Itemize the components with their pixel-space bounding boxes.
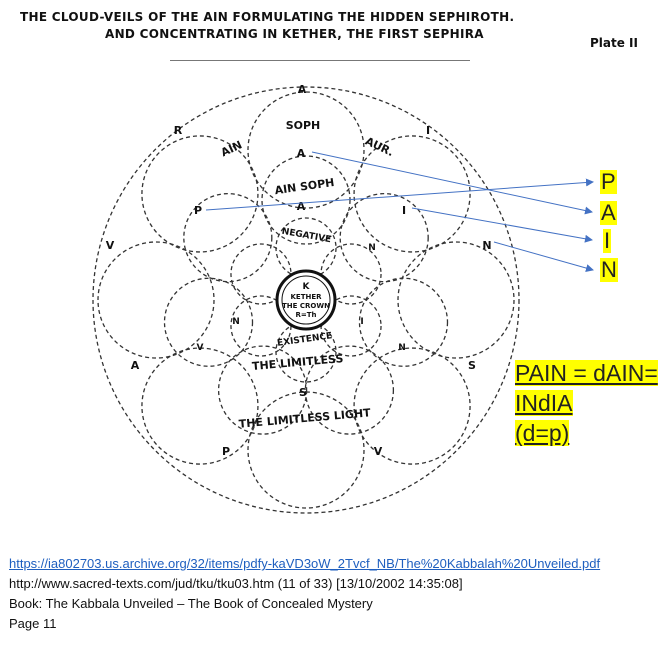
source-line: http://www.sacred-texts.com/jud/tku/tku0… — [9, 576, 463, 591]
title-rule — [170, 60, 470, 61]
ain-word: AIN — [219, 138, 244, 159]
highlight-letter-p: P — [600, 169, 617, 194]
arrows — [205, 151, 594, 272]
inner-letter: I — [360, 317, 363, 327]
highlight-letter-n: N — [600, 257, 618, 282]
outer-petal — [141, 135, 259, 253]
plate-title-line-2: AND CONCENTRATING IN KETHER, THE FIRST S… — [105, 27, 484, 41]
the-crown-label: THE CROWN — [282, 302, 330, 310]
arrow-p — [205, 178, 594, 211]
outer-letter: P — [222, 445, 230, 458]
outer-letter: S — [468, 359, 476, 372]
rth-label: R=Th — [295, 311, 316, 319]
soph-word: SOPH — [286, 119, 321, 132]
arrow-i — [411, 207, 593, 243]
plate-number: Plate II — [590, 36, 638, 50]
outer-petal — [141, 347, 259, 465]
plate-title-line-1: THE CLOUD-VEILS OF THE AIN FORMULATING T… — [20, 10, 515, 24]
page-line: Page 11 — [9, 616, 57, 631]
outer-letter: V — [374, 445, 383, 458]
middle-petal — [183, 193, 273, 283]
kether-circle — [275, 269, 337, 331]
middle-letter: N — [398, 343, 406, 353]
outer-petal — [247, 391, 365, 509]
middle-letter: I — [402, 204, 406, 217]
middle-letter: A — [297, 147, 306, 160]
negative-word: NEGATIVE — [281, 227, 332, 246]
kether-label: KETHER — [290, 293, 322, 301]
kether-inner-circle — [281, 275, 331, 325]
outer-petal — [97, 241, 215, 359]
book-line: Book: The Kabbala Unveiled – The Book of… — [9, 596, 373, 611]
kether-k: K — [303, 282, 311, 292]
outer-letter: N — [482, 239, 491, 252]
middle-letter: P — [194, 204, 202, 217]
equation-line-3: (d=p) — [515, 420, 570, 446]
outer-petal — [353, 347, 471, 465]
middle-letter: S — [299, 386, 307, 399]
equation-line-1: PAIN = dAIN= — [515, 360, 658, 386]
equation-note: PAIN = dAIN= INdIA (d=p) — [515, 358, 658, 448]
middle-petal — [217, 345, 308, 435]
source-link[interactable]: https://ia802703.us.archive.org/32/items… — [9, 556, 601, 571]
outer-letter: A — [131, 359, 140, 372]
outer-petal — [353, 135, 471, 253]
outer-petal — [397, 241, 515, 359]
middle-letter: V — [197, 343, 204, 353]
inner-letter: N — [368, 243, 376, 253]
equation-line-2: INdIA — [515, 390, 573, 416]
middle-petal — [358, 277, 449, 367]
outer-letter: A — [298, 83, 307, 96]
middle-petal — [163, 277, 254, 367]
ain-soph-word: AIN SOPH — [274, 176, 335, 197]
middle-petal — [339, 193, 429, 283]
outer-veil-circle — [92, 86, 520, 514]
arrow-n — [493, 241, 594, 272]
highlight-letter-i: I — [603, 228, 612, 253]
inner-letter: A — [297, 200, 306, 213]
aur-word: AUR. — [363, 135, 396, 159]
highlight-letter-a: A — [600, 200, 617, 225]
outer-letter: R — [174, 124, 183, 137]
middle-petal — [304, 345, 395, 435]
middle-letter: N — [232, 317, 240, 327]
outer-petal — [247, 91, 365, 209]
arrow-a — [311, 151, 593, 215]
outer-letter: I — [426, 124, 430, 137]
existence-word: EXISTENCE — [277, 331, 333, 349]
outer-letter: V — [106, 239, 115, 252]
